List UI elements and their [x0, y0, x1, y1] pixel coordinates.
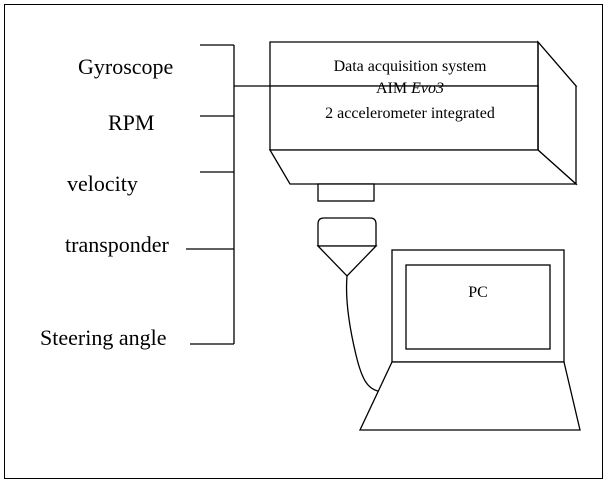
- cable-plug: [317, 217, 377, 247]
- sensor-label-velocity: velocity: [67, 171, 138, 196]
- pc-keyboard-base: [358, 361, 581, 431]
- daq-title: Data acquisition system: [334, 58, 487, 75]
- pc-label: PC: [468, 284, 488, 301]
- sensor-label-transponder: transponder: [65, 232, 170, 257]
- sensor-label-gyroscope: Gyroscope: [78, 54, 173, 79]
- sensor-label-rpm: RPM: [108, 110, 154, 135]
- pc-screen: [405, 264, 551, 350]
- daq-feature: 2 accelerometer integrated: [325, 105, 495, 122]
- cable: [345, 275, 386, 393]
- diagram-frame: [4, 4, 603, 479]
- daq-connector-port: [317, 183, 375, 202]
- sensor-label-steering-angle: Steering angle: [40, 325, 166, 350]
- cable-plug-taper: [316, 245, 378, 277]
- daq-bottom-face: [268, 149, 578, 185]
- pc-laptop: [358, 249, 581, 431]
- daq-unit: [268, 40, 578, 186]
- daq-model: AIM Evo3: [376, 80, 444, 97]
